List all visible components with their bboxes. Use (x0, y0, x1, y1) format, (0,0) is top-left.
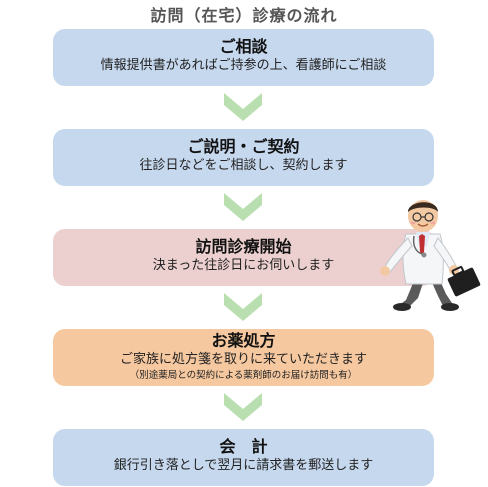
step-payment-text: 銀行引き落としで翌月に請求書を郵送します (113, 458, 374, 473)
chevron-down-icon (224, 393, 262, 421)
step-explanation-text: 往診日などをご相談し、契約します (139, 158, 348, 173)
step-explanation-contract: ご説明・ご契約 往診日などをご相談し、契約します (53, 129, 434, 186)
step-prescription-note: （別途薬局との契約による薬剤師のお届け訪問も有） (129, 370, 358, 381)
chevron-down-icon (224, 193, 262, 221)
step-visit-start-heading: 訪問診療開始 (195, 237, 292, 256)
step-prescription: お薬処方 ご家族に処方箋を取りに来ていただきます （別途薬局との契約による薬剤師… (53, 329, 434, 386)
step-consultation-text: 情報提供書があればご持参の上、看護師にご相談 (100, 58, 387, 73)
step-consultation-heading: ご相談 (219, 37, 268, 56)
step-consultation: ご相談 情報提供書があればご持参の上、看護師にご相談 (53, 29, 434, 86)
step-visit-start: 訪問診療開始 決まった往診日にお伺いします (53, 229, 434, 286)
step-prescription-heading: お薬処方 (211, 331, 276, 350)
chevron-down-icon (224, 293, 262, 321)
chevron-down-icon (224, 93, 262, 121)
step-prescription-text: ご家族に処方箋を取りに来ていただきます (119, 352, 367, 367)
step-payment: 会 計 銀行引き落としで翌月に請求書を郵送します (53, 429, 434, 486)
step-visit-start-text: 決まった往診日にお伺いします (152, 258, 335, 273)
step-payment-heading: 会 計 (219, 437, 268, 456)
doctor-illustration (380, 200, 481, 311)
diagram-title: 訪問（在宅）診療の流れ (150, 6, 338, 25)
step-explanation-heading: ご説明・ご契約 (187, 137, 300, 156)
